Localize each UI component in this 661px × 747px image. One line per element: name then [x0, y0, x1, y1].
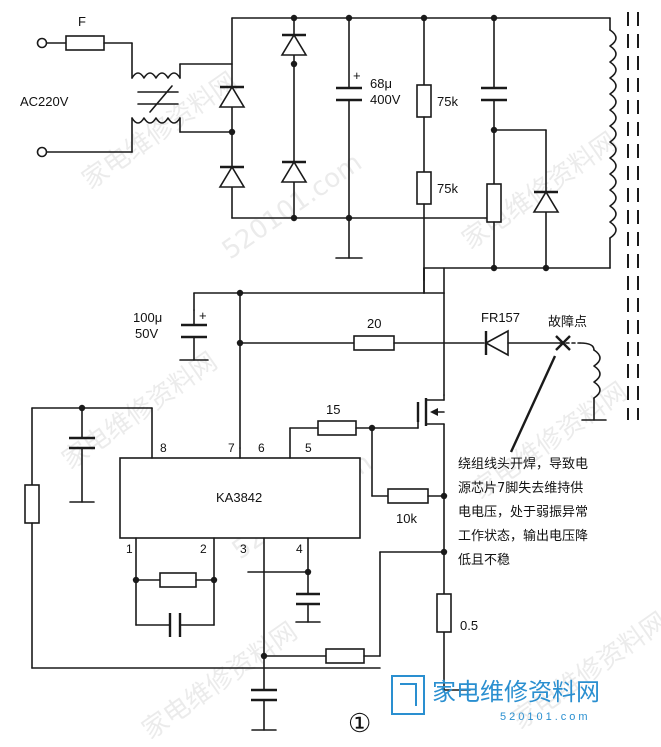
bulk-cap-voltage: 400V: [370, 92, 401, 107]
ref-network: [24, 404, 381, 669]
snubber-resistor: [486, 183, 502, 223]
ic-pin-8: 8: [160, 441, 167, 455]
annotation-line-4: 工作状态，输出电压降: [458, 528, 588, 544]
compensation-network: [132, 537, 218, 637]
resistor-comp: [159, 572, 197, 588]
ac-input: F AC220V: [20, 14, 133, 158]
logo-text: 家电维修资料网: [432, 678, 600, 706]
vcc-cap-value: 100μ: [133, 310, 162, 325]
current-sense: 0.5: [251, 537, 478, 731]
fault-pointer: [509, 355, 557, 453]
diode-d1: [280, 33, 308, 56]
vcc-cap-plus: +: [199, 308, 207, 323]
logo-icon: [391, 675, 425, 715]
gate-drive: 15 10k: [289, 402, 448, 526]
annotation-line-5: 低且不稳: [458, 552, 510, 568]
ac-terminal-top: [36, 37, 48, 49]
ic-pin-7: 7: [228, 441, 235, 455]
ac-terminal-bottom: [36, 146, 48, 158]
vcc-supply: + 100μ 50V: [133, 289, 425, 449]
resistor-20: [353, 335, 395, 351]
resistor-cs: [325, 648, 365, 664]
site-logo: 家电维修资料网 520101.com: [391, 675, 600, 723]
aux-supply-path: 20 FR157 故障点: [239, 310, 595, 453]
figure-number: ①: [348, 708, 371, 738]
logo-url: 520101.com: [500, 711, 591, 723]
ka3842-ic: KA3842 8 7 6 5 1 2 3 4: [119, 441, 361, 556]
bulk-capacitor: + 68μ 400V: [335, 14, 401, 259]
vcc-cap-voltage: 50V: [135, 326, 158, 341]
ic-pin-2: 2: [200, 542, 207, 556]
svg-text:家电维修资料网: 家电维修资料网: [137, 617, 303, 746]
ic-name: KA3842: [216, 490, 262, 505]
resistor-75k-1: [416, 84, 432, 118]
fault-point-label: 故障点: [548, 315, 587, 330]
snubber-diode: [532, 190, 560, 213]
r-10k-label: 10k: [396, 511, 417, 526]
fault-annotation: 绕组线头开焊，导致电 源芯片7脚失去维持供 电电压，处于弱振异常 工作状态，输出…: [458, 456, 588, 568]
diode-d4: [280, 160, 308, 183]
common-mode-choke: [131, 63, 233, 133]
ac-input-label: AC220V: [20, 94, 69, 109]
ka3842-body: [119, 457, 361, 539]
r-start2-label: 75k: [437, 181, 458, 196]
diode-d2: [218, 85, 246, 108]
bulk-cap-plus: +: [353, 68, 361, 83]
annotation-line-2: 源芯片7脚失去维持供: [458, 480, 583, 496]
annotation-line-1: 绕组线头开焊，导致电: [458, 456, 588, 472]
fuse-label: F: [78, 14, 86, 29]
start-resistors: 75k 75k: [416, 14, 458, 294]
diode-fr157: [484, 329, 509, 357]
ic-pin-6: 6: [258, 441, 265, 455]
mosfet: [371, 394, 445, 691]
transformer: [423, 12, 639, 421]
background-watermark: 家电维修资料网 520101.com 家电维修资料网 家电维修资料网 52010…: [57, 67, 661, 746]
r-sense-label: 0.5: [460, 618, 478, 633]
ic-pin-1: 1: [126, 542, 133, 556]
resistor-10k: [387, 488, 429, 504]
bulk-cap-value: 68μ: [370, 76, 392, 91]
r-20-label: 20: [367, 316, 381, 331]
r-start1-label: 75k: [437, 94, 458, 109]
annotation-line-3: 电电压，处于弱振异常: [458, 505, 588, 520]
resistor-rt: [24, 484, 40, 524]
bridge-rectifier: [218, 14, 611, 222]
resistor-75k-2: [416, 171, 432, 205]
resistor-15: [317, 420, 357, 436]
ic-pin-4: 4: [296, 542, 303, 556]
fuse: [65, 35, 105, 51]
resistor-0.5: [436, 593, 452, 633]
ic-pin-3: 3: [240, 542, 247, 556]
timing-network: [247, 537, 321, 623]
diode-d3: [218, 165, 246, 188]
snubber-network: [481, 14, 560, 272]
r-15-label: 15: [326, 402, 340, 417]
fr157-label: FR157: [481, 310, 520, 325]
ic-pin-5: 5: [305, 441, 312, 455]
